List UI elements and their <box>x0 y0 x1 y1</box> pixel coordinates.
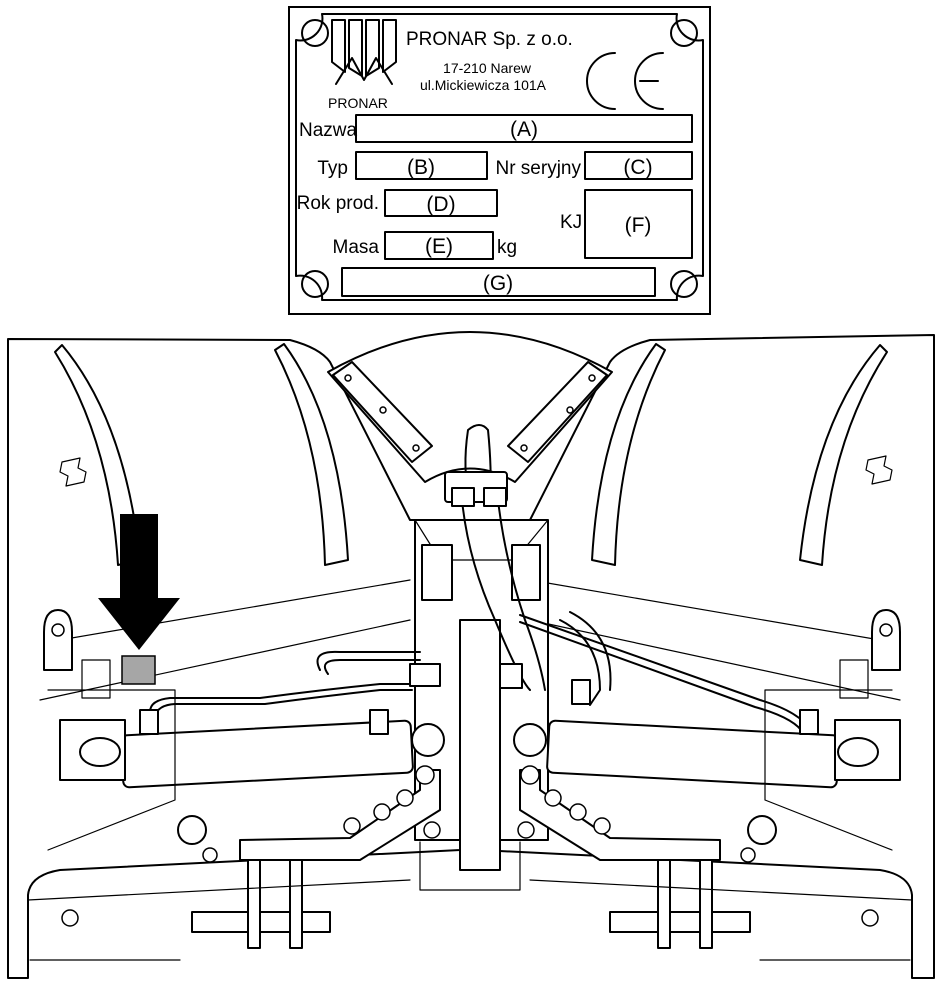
serial-field-box <box>584 151 693 180</box>
nameplate-location-marker <box>121 655 156 685</box>
blade-rib-left-inner <box>274 343 349 566</box>
nameplate: PRONAR PRONAR Sp. z o.o. 17-210 Narew ul… <box>288 6 711 315</box>
serial-field-code: (C) <box>623 156 652 179</box>
address-line-2: ul.Mickiewicza 101A <box>420 77 547 93</box>
nameplate-outer-border <box>288 6 711 315</box>
center-post <box>459 619 501 871</box>
bottom-field-code: (G) <box>483 272 513 295</box>
rivet-hole-bottom-right <box>670 270 698 298</box>
nameplate-inner-border <box>295 13 704 301</box>
arrow-down-icon <box>98 514 180 650</box>
kj-field-code: (F) <box>625 214 652 237</box>
hydraulic-hose-left <box>149 683 413 713</box>
blade-rib-right-outer <box>799 344 888 566</box>
blade-rib-right-inner <box>591 343 666 566</box>
hydraulic-hose-loop <box>316 650 421 671</box>
a-frame-left <box>239 769 441 861</box>
name-label: Nazwa <box>299 120 358 141</box>
a-frame-right <box>519 769 721 861</box>
address-line-1: 17-210 Narew <box>443 60 532 76</box>
type-field-code: (B) <box>407 156 435 179</box>
pronar-logo-icon <box>331 19 397 85</box>
serial-label: Nr seryjny <box>495 158 581 179</box>
year-field-box <box>384 189 498 217</box>
name-field-code: (A) <box>510 118 538 141</box>
mass-field-box <box>384 231 494 260</box>
hydraulic-hose-right <box>559 619 601 706</box>
blade-rib-left-outer <box>54 344 141 566</box>
right-slot-icon <box>865 455 893 485</box>
mass-field-code: (E) <box>425 235 453 258</box>
center-strip-right <box>507 361 608 463</box>
name-field-box <box>355 114 693 143</box>
kj-field-box <box>584 189 693 259</box>
year-field-code: (D) <box>426 193 455 216</box>
mass-unit: kg <box>497 237 517 258</box>
year-label: Rok prod. <box>297 193 379 214</box>
type-label: Typ <box>317 158 348 179</box>
left-slot-icon <box>59 457 87 487</box>
company-name: PRONAR Sp. z o.o. <box>406 29 573 50</box>
snow-plow-drawing <box>7 331 935 979</box>
ce-mark-icon <box>586 52 664 110</box>
kj-label: KJ <box>560 212 582 233</box>
mass-label: Masa <box>333 237 380 258</box>
logo-wordmark: PRONAR <box>328 95 388 111</box>
type-field-box <box>355 151 488 180</box>
rivet-hole-top-left <box>301 19 329 47</box>
rivet-hole-bottom-left <box>301 270 329 298</box>
rivet-hole-top-right <box>670 19 698 47</box>
bottom-field-box <box>341 267 656 297</box>
